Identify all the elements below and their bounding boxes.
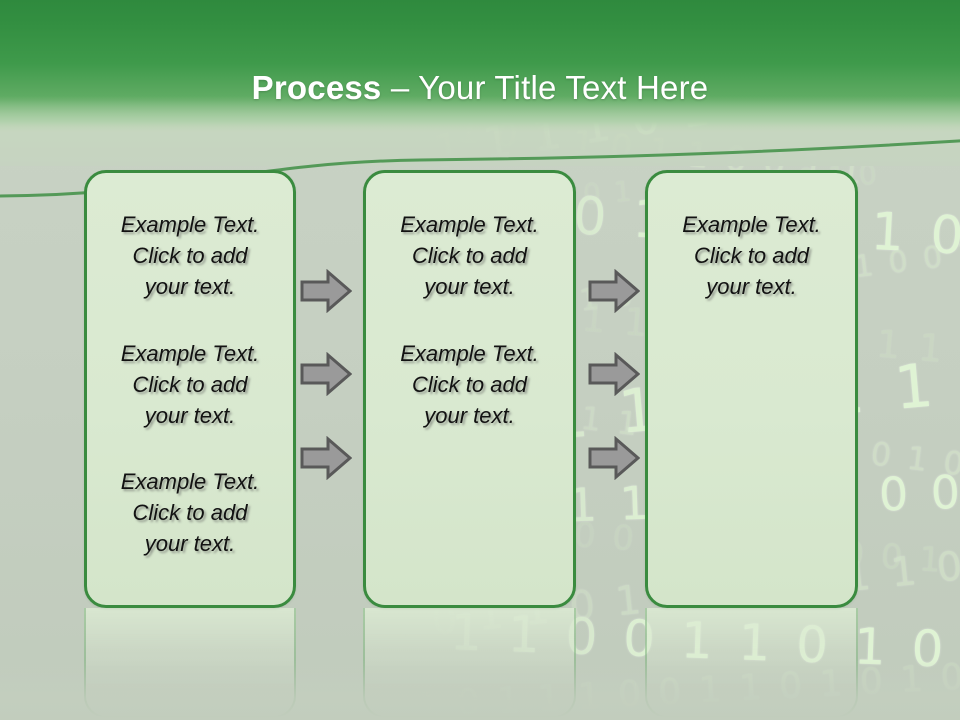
text-line: your text. [144,403,236,428]
arrow-right-icon[interactable] [300,269,352,313]
binary-row: 1 1 0 0 1 1 0 1 0 1 1 1 0 0 1 [449,603,960,690]
text-line: Click to add [694,243,809,268]
header-fade-overlay [0,96,960,166]
text-line: Click to add [132,500,248,525]
text-line: your text. [424,403,515,428]
process-box-2-text-block-1: Example Text. Click to add your text. [374,209,565,302]
reflection-fade-mask [0,660,960,720]
box-reflection-1 [84,608,296,718]
process-box-1-text-block-3: Example Text. Click to add your text. [95,466,285,559]
binary-row: 0 1 0 1 1 1 0 0 1 1 0 1 0 1 0 [400,656,960,720]
text-line: Click to add [412,243,527,268]
arrow-right-icon[interactable] [588,269,640,313]
text-line: Click to add [132,243,248,268]
text-line: Example Text. [400,341,539,366]
process-box-1-text-block-2: Example Text. Click to add your text. [95,338,285,431]
process-box-3-text-block-1: Example Text. Click to add your text. [656,209,847,302]
text-line: Example Text. [120,469,260,494]
text-line: your text. [144,531,236,556]
process-box-2-text-block-2: Example Text. Click to add your text. [374,338,565,431]
page-title-bold: Process [251,69,382,107]
text-line: your text. [144,274,236,299]
arrow-right-icon[interactable] [588,352,640,396]
box-reflection-3 [645,608,858,718]
text-line: Example Text. [682,212,821,237]
arrow-right-icon[interactable] [588,436,640,480]
text-line: Example Text. [120,212,260,237]
process-box-3[interactable]: Example Text. Click to add your text. [645,170,858,608]
page-title-rest: – Your Title Text Here [381,69,709,107]
text-line: your text. [706,274,797,299]
text-line: your text. [424,274,515,299]
text-line: Click to add [412,372,527,397]
arrow-right-icon[interactable] [300,436,352,480]
process-box-1-text-block-1: Example Text. Click to add your text. [95,209,285,302]
process-box-1[interactable]: Example Text. Click to add your text. Ex… [84,170,296,608]
text-line: Example Text. [400,212,539,237]
arrow-right-icon[interactable] [300,352,352,396]
text-line: Click to add [132,372,248,397]
page-title: Process – Your Title Text Here [0,68,960,108]
box-reflection-2 [363,608,576,718]
text-line: Example Text. [120,341,260,366]
process-box-2[interactable]: Example Text. Click to add your text. Ex… [363,170,576,608]
